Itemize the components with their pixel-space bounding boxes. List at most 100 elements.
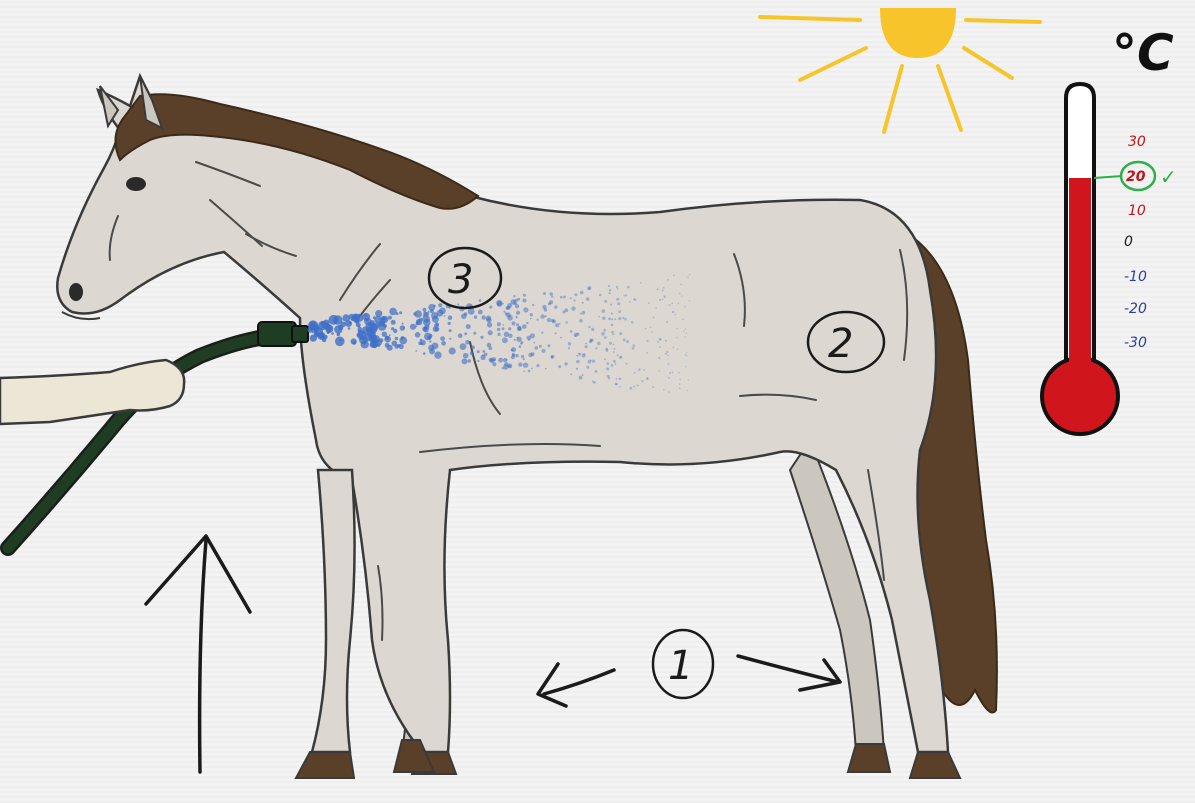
water-droplet [530,313,533,316]
water-droplet [631,321,634,324]
water-droplet [559,323,561,325]
water-droplet [537,319,539,321]
water-droplet [619,378,622,381]
water-droplet [414,310,422,318]
water-droplet [506,306,510,310]
water-droplet [560,337,562,339]
water-droplet [627,286,630,289]
water-droplet [677,303,679,305]
thermometer-mercury [1069,178,1091,378]
water-droplet [604,358,606,360]
water-droplet [623,338,626,341]
water-droplet [348,327,351,330]
water-droplet [395,337,399,341]
water-droplet [535,346,539,350]
water-droplet [423,319,430,326]
water-droplet [666,351,668,353]
water-droplet [632,347,635,350]
water-droplet [399,344,404,349]
water-droplet [340,339,343,342]
water-droplet [420,340,426,346]
water-droplet [597,342,601,346]
water-droplet [429,348,435,354]
hoof [296,752,354,778]
water-droplet [601,332,605,336]
up-arrow-icon [146,536,250,772]
tick-label: -20 [1124,301,1147,317]
water-droplet [490,358,495,363]
water-droplet [478,310,483,315]
water-droplet [511,347,516,352]
water-droplet [684,336,686,338]
water-droplet [617,288,619,290]
water-droplet [381,316,388,323]
water-droplet [385,343,390,348]
horse-body [57,76,948,752]
water-droplet [464,332,467,335]
water-droplet [467,359,471,363]
water-droplet [622,317,624,319]
water-droplet [619,356,622,359]
water-droplet [607,375,610,378]
water-droplet [651,331,653,333]
water-droplet [477,360,479,362]
water-droplet [504,362,508,366]
water-droplet [645,328,647,330]
water-droplet [641,380,643,382]
water-droplet [658,357,660,359]
water-droplet [689,274,691,276]
water-droplet [506,359,508,361]
water-droplet [551,295,553,297]
water-droplet [668,377,670,379]
water-droplet [521,355,524,358]
water-droplet [564,362,567,365]
water-droplet [331,332,334,335]
water-droplet [613,360,616,363]
water-droplet [673,347,675,349]
tick-label: 0 [1124,234,1133,250]
water-droplet [516,337,521,342]
water-droplet [611,318,613,320]
water-droplet [608,317,611,320]
water-droplet [512,321,516,325]
water-droplet [401,336,404,339]
water-droplet [646,352,648,354]
water-droplet [526,322,528,324]
water-droplet [685,366,687,368]
water-droplet [682,319,684,321]
water-droplet [482,350,485,353]
water-droplet [606,349,609,352]
water-droplet [579,376,583,380]
water-droplet [613,348,615,350]
water-droplet [519,345,522,348]
water-droplet [449,329,452,332]
water-droplet [653,317,655,319]
water-droplet [655,307,657,309]
water-droplet [560,296,563,299]
water-droplet [589,340,592,343]
sun-icon [760,8,1040,132]
water-droplet [402,323,404,325]
water-droplet [528,370,531,373]
water-droplet [391,327,394,330]
water-droplet [416,322,419,325]
water-droplet [434,351,441,358]
water-droplet [663,389,665,391]
water-droplet [659,339,661,341]
water-droplet [595,347,597,349]
step-1-number: 1 [668,643,693,689]
water-droplet [423,308,427,312]
water-droplet [609,292,611,294]
water-droplet [676,337,678,339]
water-droplet [677,348,679,350]
water-droplet [388,316,392,320]
water-droplet [479,299,482,302]
water-droplet [568,342,571,345]
water-droplet [528,353,532,357]
water-droplet [611,312,613,314]
water-droplet [462,358,468,364]
celsius-label: °C [1112,24,1174,82]
tick-label-highlighted: 20 [1126,169,1146,185]
water-droplet [457,304,459,306]
water-droplet [613,344,615,346]
